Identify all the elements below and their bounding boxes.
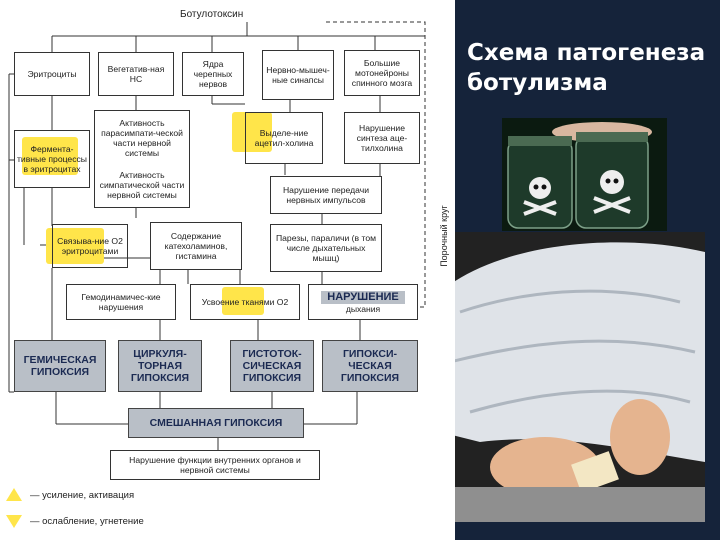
box-ferment-processes: Фермента-тивные процессы в эритроцитах [14,130,90,188]
box-impulse-transmission: Нарушение передачи нервных импульсов [270,176,382,214]
legend-up: — усиление, активация [30,490,135,501]
connector-lines [6,21,426,528]
box-acetylcholine-release: Выделе-ние ацетил-холина [245,112,323,164]
box-o2-binding: Связыва-ние O2 эритроцитами [52,224,128,268]
breath-title: НАРУШЕНИЕ [321,290,405,304]
box-catecholamines: Содержание катехоламинов, гистамина [150,222,242,270]
box-vegetative-ns: Вегетатив-ная НС [98,52,174,96]
box-mixed-hypoxia: СМЕШАННАЯ ГИПОКСИЯ [128,408,304,438]
box-breathing: НАРУШЕНИЕ дыхания [308,284,418,320]
box-hemodynamics: Гемодинамичес-кие нарушения [66,284,176,320]
box-motoneurons: Большие мотонейроны спинного мозга [344,50,420,96]
box-neuromuscular-synapses: Нервно-мышеч-ные синапсы [262,50,334,100]
box-o2-uptake: Усвоение тканями O2 [190,284,300,320]
box-paresis: Парезы, параличи (в том числе дыхательны… [270,224,382,272]
box-ns-activity: Активность парасимпати-ческой части нерв… [94,110,190,208]
slide-title: Схема патогенеза ботулизма [467,40,706,96]
highlight-ferment [22,137,78,175]
box-histotoxic-hypoxia: ГИСТОТОК-СИЧЕСКАЯ ГИПОКСИЯ [230,340,314,392]
poison-jars-image [502,118,667,231]
box-hypoxic-hypoxia: ГИПОКСИ-ЧЕСКАЯ ГИПОКСИЯ [322,340,418,392]
diagram-panel: Ботулотоксин Эритроциты Вегетатив-ная НС… [6,9,426,528]
box-acetylcholine-synthesis: Нарушение синтеза аце-тилхолина [344,112,420,164]
box-cranial-nuclei: Ядра черепных нервов [182,52,244,96]
highlight-binding [46,228,104,264]
box-circulatory-hypoxia: ЦИРКУЛЯ-ТОРНАЯ ГИПОКСИЯ [118,340,202,392]
highlight-uptake [222,287,264,315]
legend-down: — ослабление, угнетение [30,516,144,527]
root-botulotoxin: Ботулотоксин [180,9,244,20]
vicious-circle-label: Порочный круг [439,205,449,267]
box-hemic-hypoxia: ГЕМИЧЕСКАЯ ГИПОКСИЯ [14,340,106,392]
highlight-release [232,112,272,152]
slide-right-panel: Схема патогенеза ботулизма [455,0,720,540]
morgue-body-image [455,232,705,522]
box-erythrocytes: Эритроциты [14,52,90,96]
box-final-outcome: Нарушение функции внутренних органов и н… [110,450,320,480]
